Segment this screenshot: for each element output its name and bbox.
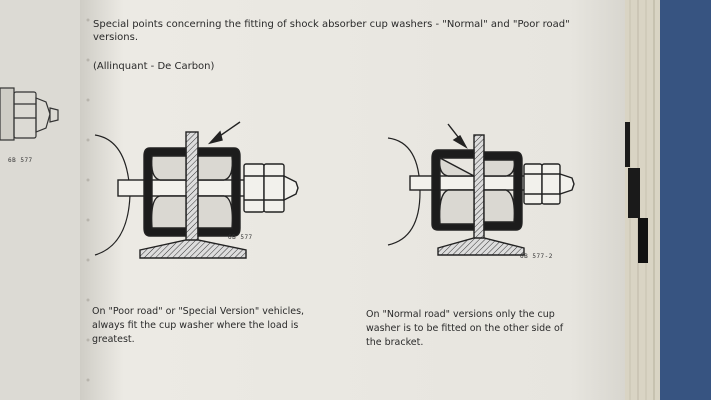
page-heading-line1: Special points concerning the fitting of…	[93, 19, 570, 30]
right-figure-ref: 6B 577-2	[520, 253, 553, 260]
left-facing-page	[0, 0, 90, 400]
index-tab	[628, 168, 640, 218]
facing-page-ref: 6B 577	[8, 157, 33, 164]
left-caption-line3: greatest.	[92, 334, 135, 345]
left-figure-ref: 6B 577	[228, 234, 253, 241]
left-caption-line2: always fit the cup washer where the load…	[92, 320, 299, 331]
facing-page-drawing	[0, 87, 59, 141]
page-heading-line2: versions.	[93, 32, 139, 43]
right-figure	[387, 123, 575, 256]
index-tab	[638, 218, 648, 263]
binding-holes	[86, 18, 90, 382]
page-subheading: (Allinquant - De Carbon)	[93, 61, 215, 72]
right-caption-line3: the bracket.	[366, 337, 424, 348]
right-caption-line1: On "Normal road" versions only the cup	[366, 309, 555, 320]
left-caption-line1: On "Poor road" or "Special Version" vehi…	[92, 306, 305, 317]
right-caption-line2: washer is to be fitted on the other side…	[366, 323, 564, 334]
left-figure	[94, 121, 299, 259]
